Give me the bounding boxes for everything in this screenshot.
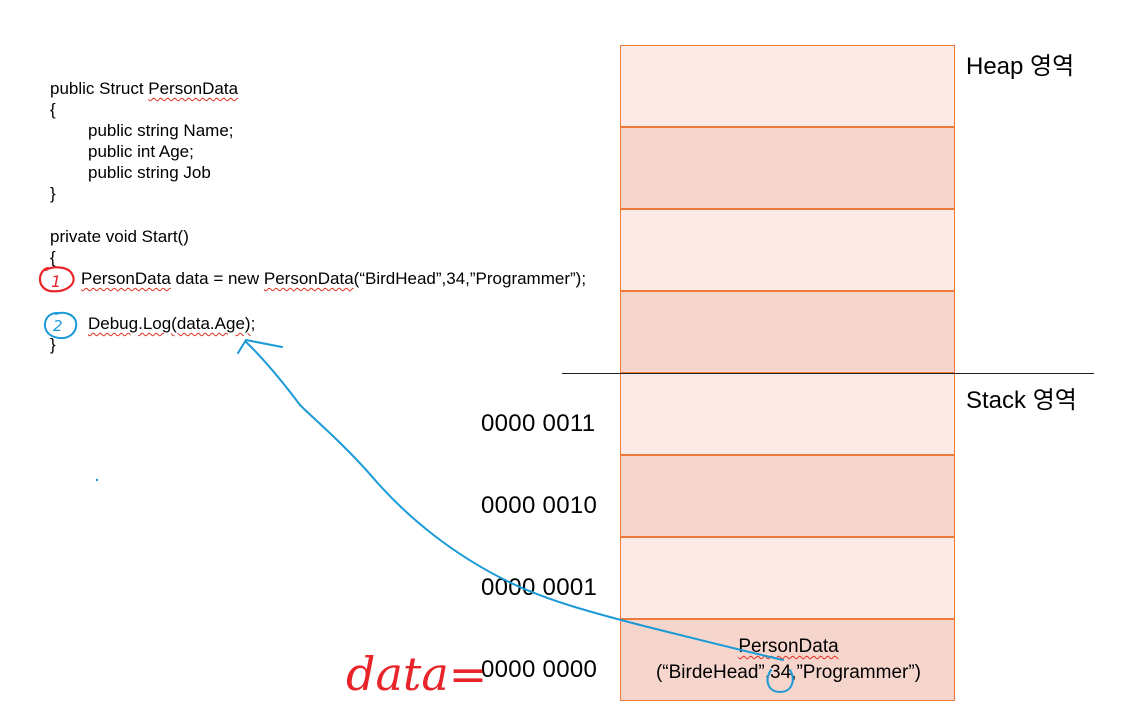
stack-cell-persondata: PersonData (“BirdeHead”,34,”Programmer”) bbox=[620, 619, 955, 701]
cell-values-label: (“BirdeHead”,34,”Programmer”) bbox=[621, 662, 956, 684]
cell-type-label: PersonData bbox=[621, 636, 956, 658]
stack-cell bbox=[620, 537, 955, 619]
code-line-open-brace: { bbox=[50, 100, 56, 119]
reference-arrow bbox=[245, 341, 784, 661]
code-line-struct-decl: public Struct PersonData bbox=[50, 78, 238, 99]
code-identifier: PersonData bbox=[148, 79, 239, 98]
code-line-method-close-brace: } bbox=[50, 335, 56, 354]
code-text: data = new bbox=[170, 269, 264, 288]
code-text: ; bbox=[250, 314, 256, 333]
code-line-field-job: public string Job bbox=[88, 163, 211, 182]
cell-value-text: (“BirdeHead”, bbox=[655, 662, 771, 683]
heap-cell bbox=[620, 45, 955, 127]
stack-cell bbox=[620, 455, 955, 537]
heap-region-label: Heap 영역 bbox=[966, 53, 1075, 80]
address-label: 0000 0010 bbox=[481, 492, 598, 519]
code-line-field-age: public int Age; bbox=[88, 142, 194, 161]
stray-dot bbox=[95, 478, 99, 482]
age-value-circle bbox=[766, 669, 794, 694]
arrow-head bbox=[237, 339, 283, 354]
code-line-debug-log: Debug.Log(data.Age); bbox=[88, 313, 255, 334]
step1-marker: 1 bbox=[38, 266, 75, 293]
address-label: 0000 0000 bbox=[481, 656, 598, 683]
code-text: public Struct bbox=[50, 79, 149, 98]
code-line-close-brace: } bbox=[50, 184, 56, 203]
heap-cell bbox=[620, 127, 955, 209]
cell-value-age: 34 bbox=[770, 662, 792, 683]
code-identifier: PersonData bbox=[81, 269, 171, 288]
step2-number: 2 bbox=[53, 317, 63, 335]
heap-cell bbox=[620, 291, 955, 373]
code-text: (“BirdHead”,34,”Programmer”); bbox=[353, 269, 587, 288]
data-variable-label: data= bbox=[346, 647, 487, 701]
code-identifier: Debug.Log(data.Age) bbox=[88, 314, 251, 333]
heap-cell bbox=[620, 209, 955, 291]
memory-diagram: PersonData (“BirdeHead”,34,”Programmer”) bbox=[620, 45, 955, 701]
code-line-field-name: public string Name; bbox=[88, 121, 234, 140]
code-line-method-open-brace: { bbox=[50, 248, 56, 267]
code-line-method-decl: private void Start() bbox=[50, 227, 189, 246]
cell-value-text: ,”Programmer”) bbox=[791, 662, 922, 683]
step1-number: 1 bbox=[51, 272, 61, 291]
heap-stack-divider bbox=[562, 373, 1094, 374]
stack-region-label: Stack 영역 bbox=[966, 387, 1077, 414]
code-identifier: PersonData bbox=[263, 269, 354, 288]
step2-marker: 2 bbox=[43, 311, 78, 340]
address-label: 0000 0011 bbox=[481, 410, 596, 437]
cell-type-name: PersonData bbox=[738, 636, 839, 657]
code-line-new-persondata: PersonData data = new PersonData(“BirdHe… bbox=[81, 268, 586, 289]
